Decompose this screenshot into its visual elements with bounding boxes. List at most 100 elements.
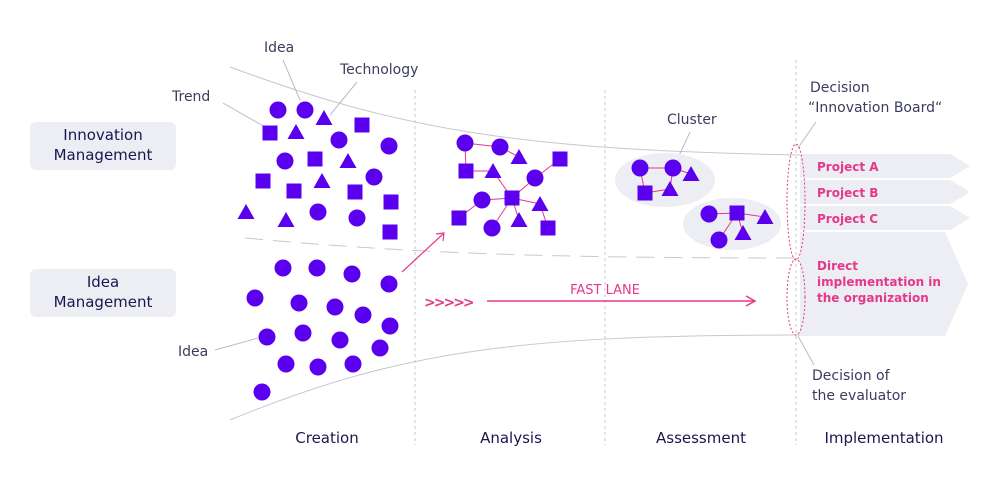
row-label-line: Management	[54, 146, 153, 164]
idea-circle-icon	[246, 289, 264, 307]
project-arrow-a	[800, 154, 970, 178]
idea-circle-icon	[354, 306, 372, 324]
decision-gate-evaluator	[786, 258, 806, 336]
callout-cluster: Cluster	[667, 112, 717, 128]
idea-circle-icon	[343, 265, 361, 283]
trend-square-icon	[382, 224, 398, 240]
leader-line	[222, 102, 266, 128]
phase-analysis: Analysis	[480, 429, 542, 447]
project-a-label: Project A	[817, 160, 879, 174]
callout-idea-bottom: Idea	[178, 344, 208, 360]
trend-square-icon	[307, 151, 323, 167]
idea-circle-icon	[258, 328, 276, 346]
idea-circle-icon	[631, 159, 649, 177]
fast-lane-arrowhead	[745, 295, 757, 307]
idea-circle-icon	[276, 152, 294, 170]
technology-triangle-icon	[287, 124, 305, 139]
idea-circle-icon	[380, 137, 398, 155]
funnel-bottom-curve	[229, 334, 801, 421]
technology-triangle-icon	[277, 212, 295, 227]
project-arrow-c	[800, 206, 970, 230]
idea-circle-icon	[309, 358, 327, 376]
callout-decision-evaluator: Decision of	[812, 368, 891, 384]
callout-decision-evaluator: the evaluator	[812, 388, 906, 404]
direct-implementation-arrow	[800, 232, 968, 336]
idea-circle-icon	[277, 355, 295, 373]
callout-trend: Trend	[171, 89, 210, 105]
arrowhead	[435, 232, 445, 242]
idea-circle-icon	[326, 298, 344, 316]
idea-circle-icon	[309, 203, 327, 221]
idea-to-analysis-arrow	[401, 233, 444, 273]
direct-implementation-label: the organization	[817, 291, 929, 305]
idea-circle-icon	[330, 131, 348, 149]
row-label-line: Management	[54, 293, 153, 311]
technology-triangle-icon	[315, 110, 333, 125]
idea-circle-icon	[664, 159, 682, 177]
callout-idea-top: Idea	[264, 40, 294, 56]
phase-assessment: Assessment	[656, 429, 746, 447]
technology-triangle-icon	[237, 204, 255, 219]
trend-square-icon	[451, 210, 467, 226]
row-label-innovation-management: Innovation Management	[30, 122, 176, 170]
fast-lane-chevrons: >>>>>	[424, 295, 474, 311]
callout-decision-board: Decision	[810, 80, 870, 96]
technology-triangle-icon	[734, 225, 752, 240]
idea-circle-icon	[371, 339, 389, 357]
trend-square-icon	[729, 205, 745, 221]
idea-circle-icon	[344, 355, 362, 373]
trend-square-icon	[504, 190, 520, 206]
idea-circle-icon	[331, 331, 349, 349]
trend-square-icon	[540, 220, 556, 236]
trend-square-icon	[347, 184, 363, 200]
row-label-line: Idea	[87, 273, 119, 291]
idea-circle-icon	[491, 138, 509, 156]
idea-circle-icon	[296, 101, 314, 119]
idea-circle-icon	[710, 231, 728, 249]
trend-square-icon	[354, 117, 370, 133]
project-b-label: Project B	[817, 186, 878, 200]
idea-circle-icon	[473, 191, 491, 209]
technology-triangle-icon	[313, 173, 331, 188]
technology-triangle-icon	[339, 153, 357, 168]
row-label-line: Innovation	[63, 126, 142, 144]
idea-circle-icon	[253, 383, 271, 401]
technology-triangle-icon	[510, 149, 528, 164]
idea-circle-icon	[294, 324, 312, 342]
technology-triangle-icon	[531, 196, 549, 211]
phase-implementation: Implementation	[824, 429, 943, 447]
project-c-label: Project C	[817, 212, 878, 226]
idea-circle-icon	[700, 205, 718, 223]
idea-circle-icon	[526, 169, 544, 187]
phase-creation: Creation	[295, 429, 358, 447]
callout-technology: Technology	[339, 62, 418, 78]
trend-square-icon	[637, 185, 653, 201]
lane-divider	[244, 237, 801, 259]
direct-implementation-label: Direct	[817, 259, 858, 273]
technology-triangle-icon	[682, 166, 700, 181]
trend-square-icon	[552, 151, 568, 167]
trend-square-icon	[262, 125, 278, 141]
project-arrows	[800, 154, 970, 336]
technology-triangle-icon	[661, 181, 679, 196]
cluster-bubble	[615, 153, 715, 207]
technology-triangle-icon	[484, 163, 502, 178]
idea-shapes	[237, 101, 774, 401]
row-label-idea-management: Idea Management	[30, 269, 176, 317]
leader-line	[329, 81, 358, 116]
leader-line	[214, 337, 259, 351]
project-arrow-b	[800, 180, 970, 204]
funnel-top-curve	[229, 66, 801, 156]
trend-square-icon	[286, 183, 302, 199]
idea-circle-icon	[380, 275, 398, 293]
technology-triangle-icon	[510, 212, 528, 227]
trend-square-icon	[255, 173, 271, 189]
trend-square-icon	[383, 194, 399, 210]
decision-gate-board	[786, 143, 806, 261]
technology-triangle-icon	[756, 209, 774, 224]
leader-line	[282, 59, 301, 101]
idea-circle-icon	[290, 294, 308, 312]
direct-implementation-label: implementation in	[817, 275, 941, 289]
fast-lane-label: FAST LANE	[570, 283, 640, 298]
